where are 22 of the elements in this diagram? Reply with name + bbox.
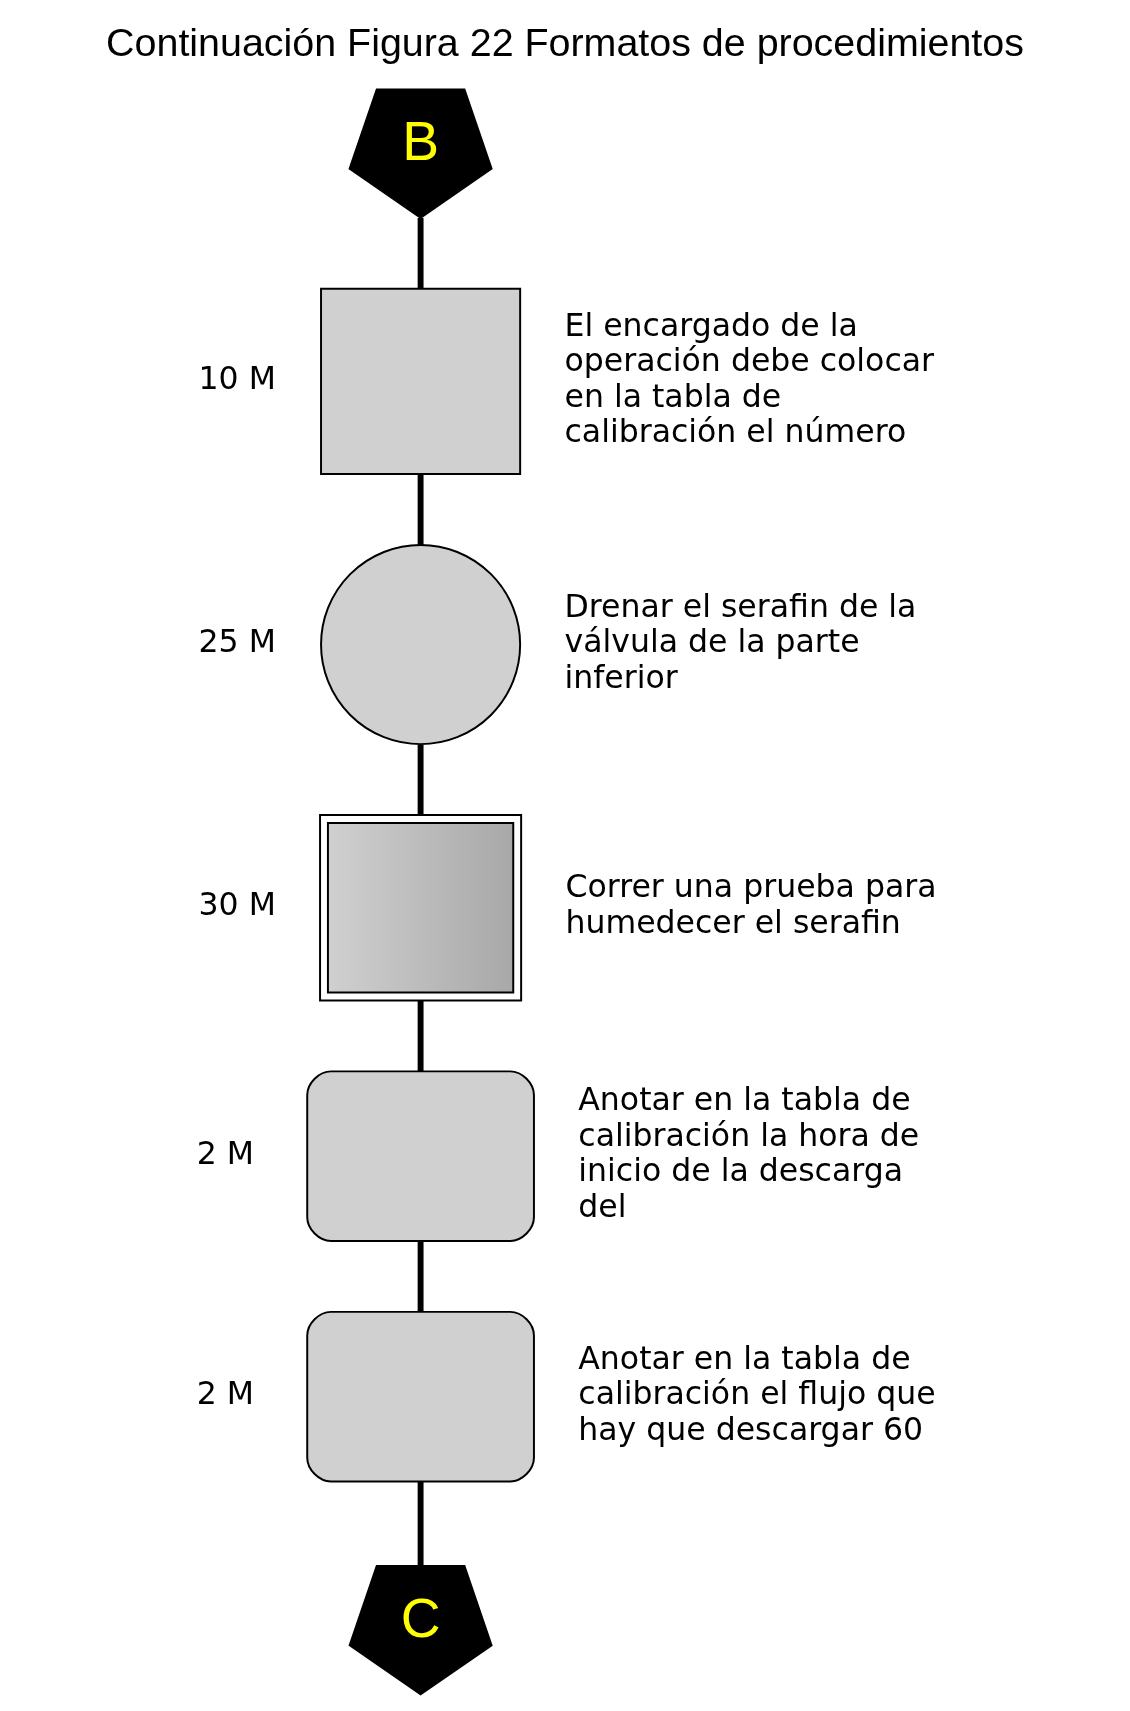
node-label: El encargado de la operación debe colocar en la tabla de calibración el número — [564, 306, 935, 450]
node-label: Drenar el serafin de la válvula de la parte inferior — [564, 587, 917, 695]
node-box — [319, 814, 523, 1002]
node-label: 2 M — [196, 1134, 255, 1171]
node-box — [306, 1070, 535, 1242]
node-label: 2 M — [196, 1375, 255, 1412]
node-box — [320, 287, 522, 475]
node-label: 25 M — [198, 623, 276, 660]
node-label: Correr una prueba para humedecer el serafin — [565, 868, 937, 940]
connector — [417, 1481, 424, 1566]
connector — [417, 1000, 424, 1072]
node-circle — [320, 544, 522, 746]
diagram-title: Continuación Figura 22 Formatos de procedimientos — [106, 20, 1024, 65]
node-label: 10 M — [198, 359, 276, 396]
node-label: Anotar en la tabla de calibración la hora de inicio de la descarga del — [578, 1081, 920, 1224]
node-box — [306, 1310, 535, 1483]
connector — [417, 744, 424, 815]
connector — [417, 474, 424, 545]
node-label: 30 M — [198, 886, 276, 923]
connector — [417, 1241, 424, 1312]
node-label: Anotar en la tabla de calibración el flujo que hay que descargar 60 — [578, 1339, 936, 1447]
connector — [417, 217, 424, 289]
